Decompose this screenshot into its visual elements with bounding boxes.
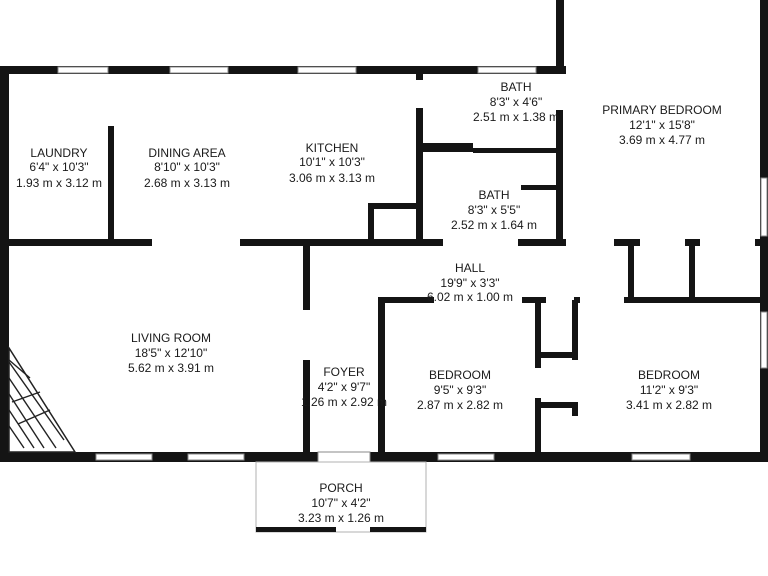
- windows: [57, 66, 768, 463]
- room-dims-imperial: 9'5" x 9'3": [434, 383, 486, 397]
- room-dims-imperial: 19'9" x 3'3": [440, 276, 499, 290]
- room-name: BEDROOM: [429, 368, 491, 382]
- porch-outline: [255, 461, 427, 533]
- room-dims-metric: 5.62 m x 3.91 m: [128, 361, 214, 375]
- room-name: LIVING ROOM: [131, 331, 211, 345]
- room-dims-metric: 6.02 m x 1.00 m: [427, 290, 513, 304]
- room-dims-metric: 3.06 m x 3.13 m: [289, 171, 375, 185]
- room-dims-metric: 1.26 m x 2.92 m: [301, 395, 387, 409]
- room-name: PRIMARY BEDROOM: [602, 103, 722, 117]
- room-dims-imperial: 8'3" x 4'6": [490, 95, 542, 109]
- room-dims-imperial: 8'10" x 10'3": [154, 160, 220, 174]
- room-dims-metric: 2.52 m x 1.64 m: [451, 218, 537, 232]
- room-name: KITCHEN: [306, 141, 359, 155]
- room-name: BEDROOM: [638, 368, 700, 382]
- room-label-hall: HALL 19'9" x 3'3" 6.02 m x 1.00 m: [427, 261, 513, 304]
- room-name: BATH: [478, 188, 509, 202]
- room-dims-metric: 2.51 m x 1.38 m: [473, 110, 559, 124]
- room-dims-metric: 3.23 m x 1.26 m: [298, 511, 384, 525]
- room-dims-imperial: 8'3" x 5'5": [468, 203, 520, 217]
- room-dims-imperial: 11'2" x 9'3": [640, 383, 698, 397]
- room-name: BATH: [500, 80, 531, 94]
- room-name: PORCH: [319, 481, 362, 495]
- room-name: DINING AREA: [148, 146, 225, 160]
- room-name: LAUNDRY: [30, 146, 87, 160]
- room-label-bedroom-1: BEDROOM 9'5" x 9'3" 2.87 m x 2.82 m: [417, 368, 503, 412]
- room-dims-imperial: 10'1" x 10'3": [299, 155, 365, 169]
- room-label-primary-bedroom: PRIMARY BEDROOM 12'1" x 15'8" 3.69 m x 4…: [602, 103, 722, 147]
- room-labels: LAUNDRY 6'4" x 10'3" 1.93 m x 3.12 m DIN…: [16, 80, 722, 525]
- room-label-kitchen: KITCHEN 10'1" x 10'3" 3.06 m x 3.13 m: [289, 141, 375, 185]
- room-dims-metric: 1.93 m x 3.12 m: [16, 176, 102, 190]
- room-label-bedroom-2: BEDROOM 11'2" x 9'3" 3.41 m x 2.82 m: [626, 368, 712, 412]
- room-dims-metric: 3.41 m x 2.82 m: [626, 398, 712, 412]
- room-dims-imperial: 12'1" x 15'8": [629, 118, 695, 132]
- room-label-foyer: FOYER 4'2" x 9'7" 1.26 m x 2.92 m: [301, 365, 387, 409]
- door-openings: [152, 78, 755, 452]
- room-dims-metric: 2.68 m x 3.13 m: [144, 176, 230, 190]
- room-label-dining: DINING AREA 8'10" x 10'3" 2.68 m x 3.13 …: [144, 146, 230, 190]
- room-name: HALL: [455, 261, 485, 275]
- room-dims-imperial: 4'2" x 9'7": [318, 380, 370, 394]
- room-dims-imperial: 18'5" x 12'10": [135, 346, 208, 360]
- room-dims-metric: 2.87 m x 2.82 m: [417, 398, 503, 412]
- room-label-living-room: LIVING ROOM 18'5" x 12'10" 5.62 m x 3.91…: [128, 331, 214, 375]
- room-dims-metric: 3.69 m x 4.77 m: [619, 133, 705, 147]
- room-label-laundry: LAUNDRY 6'4" x 10'3" 1.93 m x 3.12 m: [16, 146, 102, 190]
- room-label-porch: PORCH 10'7" x 4'2" 3.23 m x 1.26 m: [298, 481, 384, 525]
- fireplace-hatch: [8, 345, 77, 453]
- room-dims-imperial: 6'4" x 10'3": [29, 160, 88, 174]
- room-label-bath-1: BATH 8'3" x 4'6" 2.51 m x 1.38 m: [473, 80, 559, 124]
- room-name: FOYER: [323, 365, 365, 379]
- room-label-bath-2: BATH 8'3" x 5'5" 2.52 m x 1.64 m: [451, 188, 537, 232]
- room-dims-imperial: 10'7" x 4'2": [311, 496, 370, 510]
